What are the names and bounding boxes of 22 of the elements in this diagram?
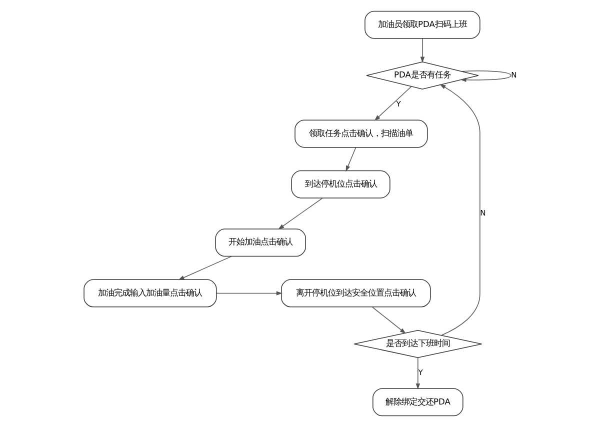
arrow — [460, 70, 512, 82]
arrow — [372, 306, 406, 334]
arrow — [216, 291, 282, 296]
node-box: 解除绑定交还PDA — [372, 388, 464, 416]
node-box: 到达停机位点击确认 — [291, 170, 390, 198]
node-box: 加油员领取PDA扫码上班 — [364, 10, 480, 39]
node-box: 离开停机位到达安全位置点击确认 — [281, 279, 431, 308]
edge-label: N — [511, 70, 517, 80]
arrow — [420, 38, 425, 63]
node-box: 加油完成输入加油量点击确认 — [84, 279, 217, 308]
node-box: 开始加油点击确认 — [215, 228, 306, 257]
edge-label: Y — [396, 99, 401, 108]
arrow — [416, 357, 420, 390]
arrow — [374, 86, 412, 121]
edge-label: Y — [418, 368, 423, 377]
arrow — [346, 147, 356, 172]
node-diamond: 是否到达下班时间 — [354, 330, 482, 358]
arrow — [278, 198, 323, 230]
node-box: 领取任务点击确认，扫描油单 — [294, 120, 428, 148]
arrow — [178, 256, 232, 280]
edge-label: N — [480, 208, 486, 218]
arrow — [440, 84, 480, 336]
